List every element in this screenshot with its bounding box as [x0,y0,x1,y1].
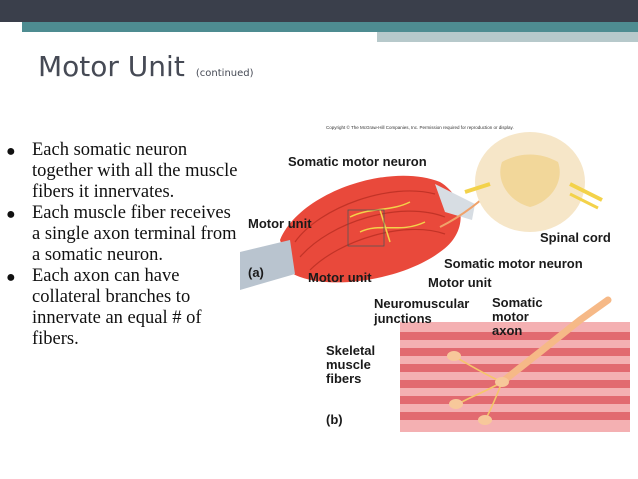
slide-title-main: Motor Unit [38,50,185,83]
bullet-text: Each somatic neuron together with all th… [32,140,238,202]
label-neuromuscular-junctions: Neuromuscular junctions [374,296,470,326]
figure-copyright: Copyright © The McGraw-Hill Companies, I… [326,125,514,130]
label-panel-a: (a) [248,265,264,280]
bullet-item: ● Each axon can have collateral branches … [6,266,238,350]
label-skeletal-muscle-fibers: Skeletal muscle fibers [326,343,376,386]
label-spinal-cord: Spinal cord [540,230,611,245]
label-panel-b: (b) [326,412,343,427]
label-motor-unit-left: Motor unit [248,216,312,231]
motor-unit-figure: Copyright © The McGraw-Hill Companies, I… [240,122,630,434]
slide-title: Motor Unit (continued) [38,50,254,83]
bullet-item: ● Each somatic neuron together with all t… [6,140,238,203]
muscle-bundle [240,175,475,290]
header-accent-bar-light [377,32,638,42]
bullet-item: ● Each muscle fiber receives a single axo… [6,203,238,266]
skeletal-muscle-fibers [400,322,630,432]
bullet-text: Each muscle fiber receives a single axon… [32,203,237,265]
bullet-list: ● Each somatic neuron together with all t… [6,140,238,350]
bullet-icon: ● [6,143,16,160]
header-bar [0,0,638,22]
somatic-motor-axon [447,296,612,425]
label-somatic-motor-neuron: Somatic motor neuron [288,154,427,169]
label-somatic-motor-axon: Somatic motor axon [492,295,543,338]
bullet-text: Each axon can have collateral branches t… [32,266,202,349]
spinal-cord [464,132,603,232]
header-accent-bar [22,22,638,32]
bullet-icon: ● [6,269,16,286]
label-motor-unit-right: Motor unit [428,275,492,290]
motor-unit-illustration [240,132,630,432]
label-somatic-motor-neuron-mid: Somatic motor neuron [444,256,583,271]
bullet-icon: ● [6,206,16,223]
label-motor-unit-bottom: Motor unit [308,270,372,285]
slide-title-suffix: (continued) [195,68,254,79]
